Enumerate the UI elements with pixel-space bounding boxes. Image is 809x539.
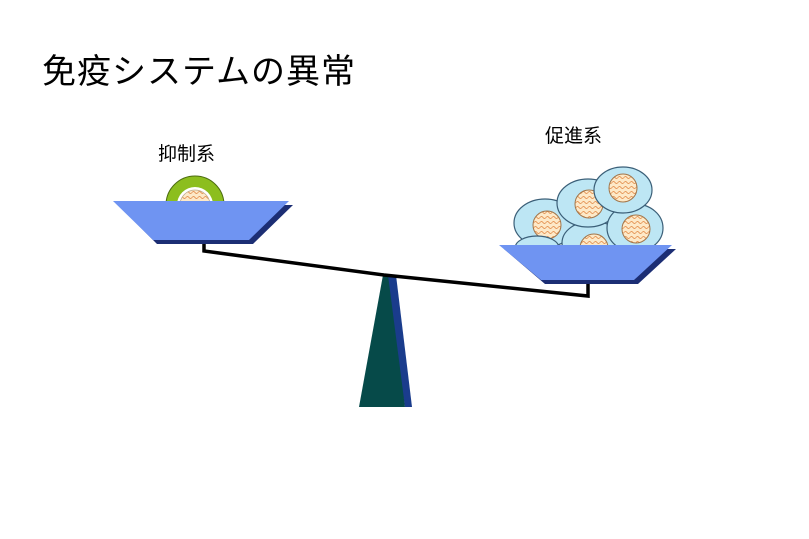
page-title: 免疫システムの異常 xyxy=(42,52,356,92)
beam xyxy=(202,238,590,298)
suppressor-cell xyxy=(165,175,225,203)
fulcrum-front xyxy=(359,275,405,407)
suppressor-nucleus xyxy=(179,189,211,203)
left-pan xyxy=(113,201,293,244)
left-pan-label: 抑制系 xyxy=(158,143,216,165)
right-pan-label: 促進系 xyxy=(545,125,603,147)
right-pan xyxy=(499,245,676,284)
promoter-cell xyxy=(593,166,653,214)
fulcrum xyxy=(359,275,412,407)
right-pan-body xyxy=(499,245,672,280)
beam-bar xyxy=(202,238,590,298)
left-pan-body xyxy=(113,201,289,240)
